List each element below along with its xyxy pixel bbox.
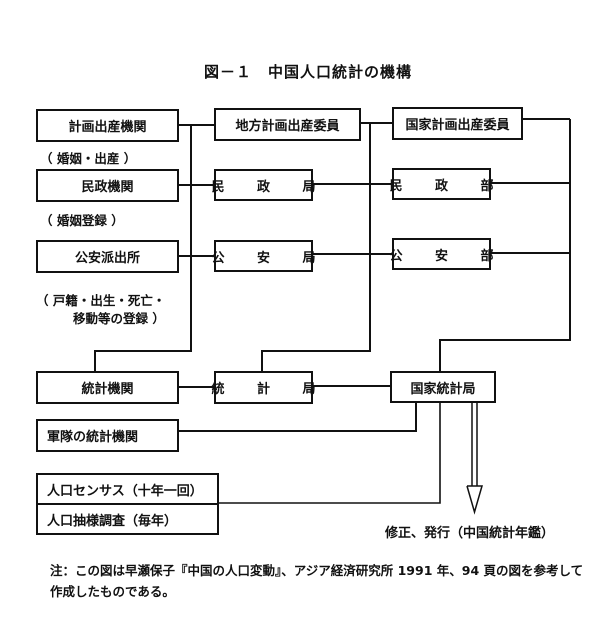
left-bus bbox=[94, 125, 192, 372]
output-label: 修正、発行（中国統計年鑑） bbox=[385, 526, 555, 541]
diagram-title: 図－１ 中国人口統計の機構 bbox=[203, 63, 412, 81]
box-police-station: 公安派出所 bbox=[36, 240, 179, 273]
footnote: 注：この図は早瀬保子『中国の人口変動』、アジア経済研究所 1991 年、94 頁… bbox=[50, 563, 584, 599]
box-public-security-ministry: 公 安 部 bbox=[389, 238, 494, 270]
box-national-family-planning: 国家計画出産委員 bbox=[392, 107, 523, 140]
box-statistics-agency: 統計機関 bbox=[36, 371, 179, 404]
right-bus bbox=[439, 119, 571, 371]
middle-bus bbox=[261, 123, 371, 372]
box-civil-affairs-agency: 民政機関 bbox=[36, 169, 179, 202]
box-statistics-bureau: 統 計 局 bbox=[211, 371, 316, 404]
box-public-security-bureau: 公 安 局 bbox=[211, 240, 316, 272]
connector-military bbox=[178, 402, 417, 432]
box-local-family-planning: 地方計画出産委員 bbox=[214, 108, 361, 141]
note-police-line2: 移動等の登録 ） bbox=[73, 311, 165, 326]
box-national-statistics-bureau: 国家統計局 bbox=[390, 371, 496, 403]
box-military-statistics: 軍隊の統計機関 bbox=[36, 419, 179, 452]
box-census: 人口センサス（十年一回） bbox=[36, 473, 219, 505]
box-civil-affairs-bureau: 民 政 局 bbox=[211, 169, 316, 201]
note-police-line1: （ 戸籍・出生・死亡・ bbox=[36, 293, 166, 308]
box-family-planning-agency: 計画出産機関 bbox=[36, 109, 179, 142]
note-civil-affairs: （ 婚姻登録 ） bbox=[40, 213, 124, 228]
box-civil-affairs-ministry: 民 政 部 bbox=[389, 168, 494, 200]
connector-census bbox=[218, 402, 441, 504]
output-arrow bbox=[466, 402, 483, 515]
box-sample-survey: 人口抽様調査（毎年） bbox=[36, 503, 219, 535]
note-family-planning: （ 婚姻・出産 ） bbox=[40, 151, 137, 166]
